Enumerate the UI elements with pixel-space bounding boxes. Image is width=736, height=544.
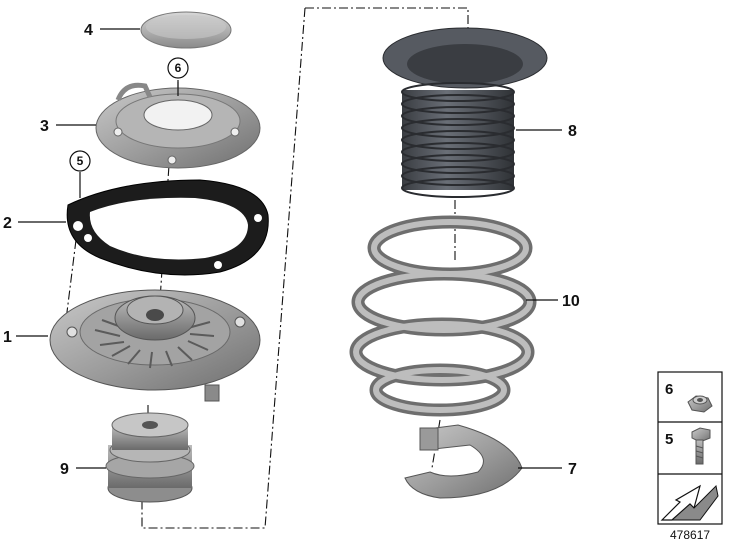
part-1-strut-mount [49,289,261,402]
legend-item-bolt-number: 5 [665,431,673,448]
callout-3: 3 [40,118,49,135]
callout-1: 1 [3,329,12,346]
part-10-coil-spring [349,215,537,417]
callout-9: 9 [60,461,69,478]
part-8-protective-boot [382,27,548,198]
callout-5-circle: 5 [69,150,91,172]
callout-10: 10 [562,293,580,310]
callout-6-circle: 6 [167,57,189,79]
image-number: 478617 [670,528,710,542]
callout-4: 4 [84,22,93,39]
part-2-gasket [66,179,269,276]
callout-6: 6 [175,61,182,75]
callout-7: 7 [568,461,577,478]
part-4-cap [140,11,232,49]
callout-5: 5 [77,154,84,168]
part-3-upper-plate [95,82,261,169]
legend-box: 6 5 [657,371,723,525]
leader-lines [16,28,562,469]
hex-nut-icon [687,395,713,413]
bolt-icon [691,427,711,465]
part-7-spring-pad [404,424,523,499]
mount-ribs [94,319,215,369]
boot-folds [401,82,515,198]
direction-arrow-icon [660,484,719,521]
callout-2: 2 [3,215,12,232]
legend-item-nut-number: 6 [665,381,673,398]
callout-8: 8 [568,123,577,140]
part-9-bump-stop [105,412,195,503]
